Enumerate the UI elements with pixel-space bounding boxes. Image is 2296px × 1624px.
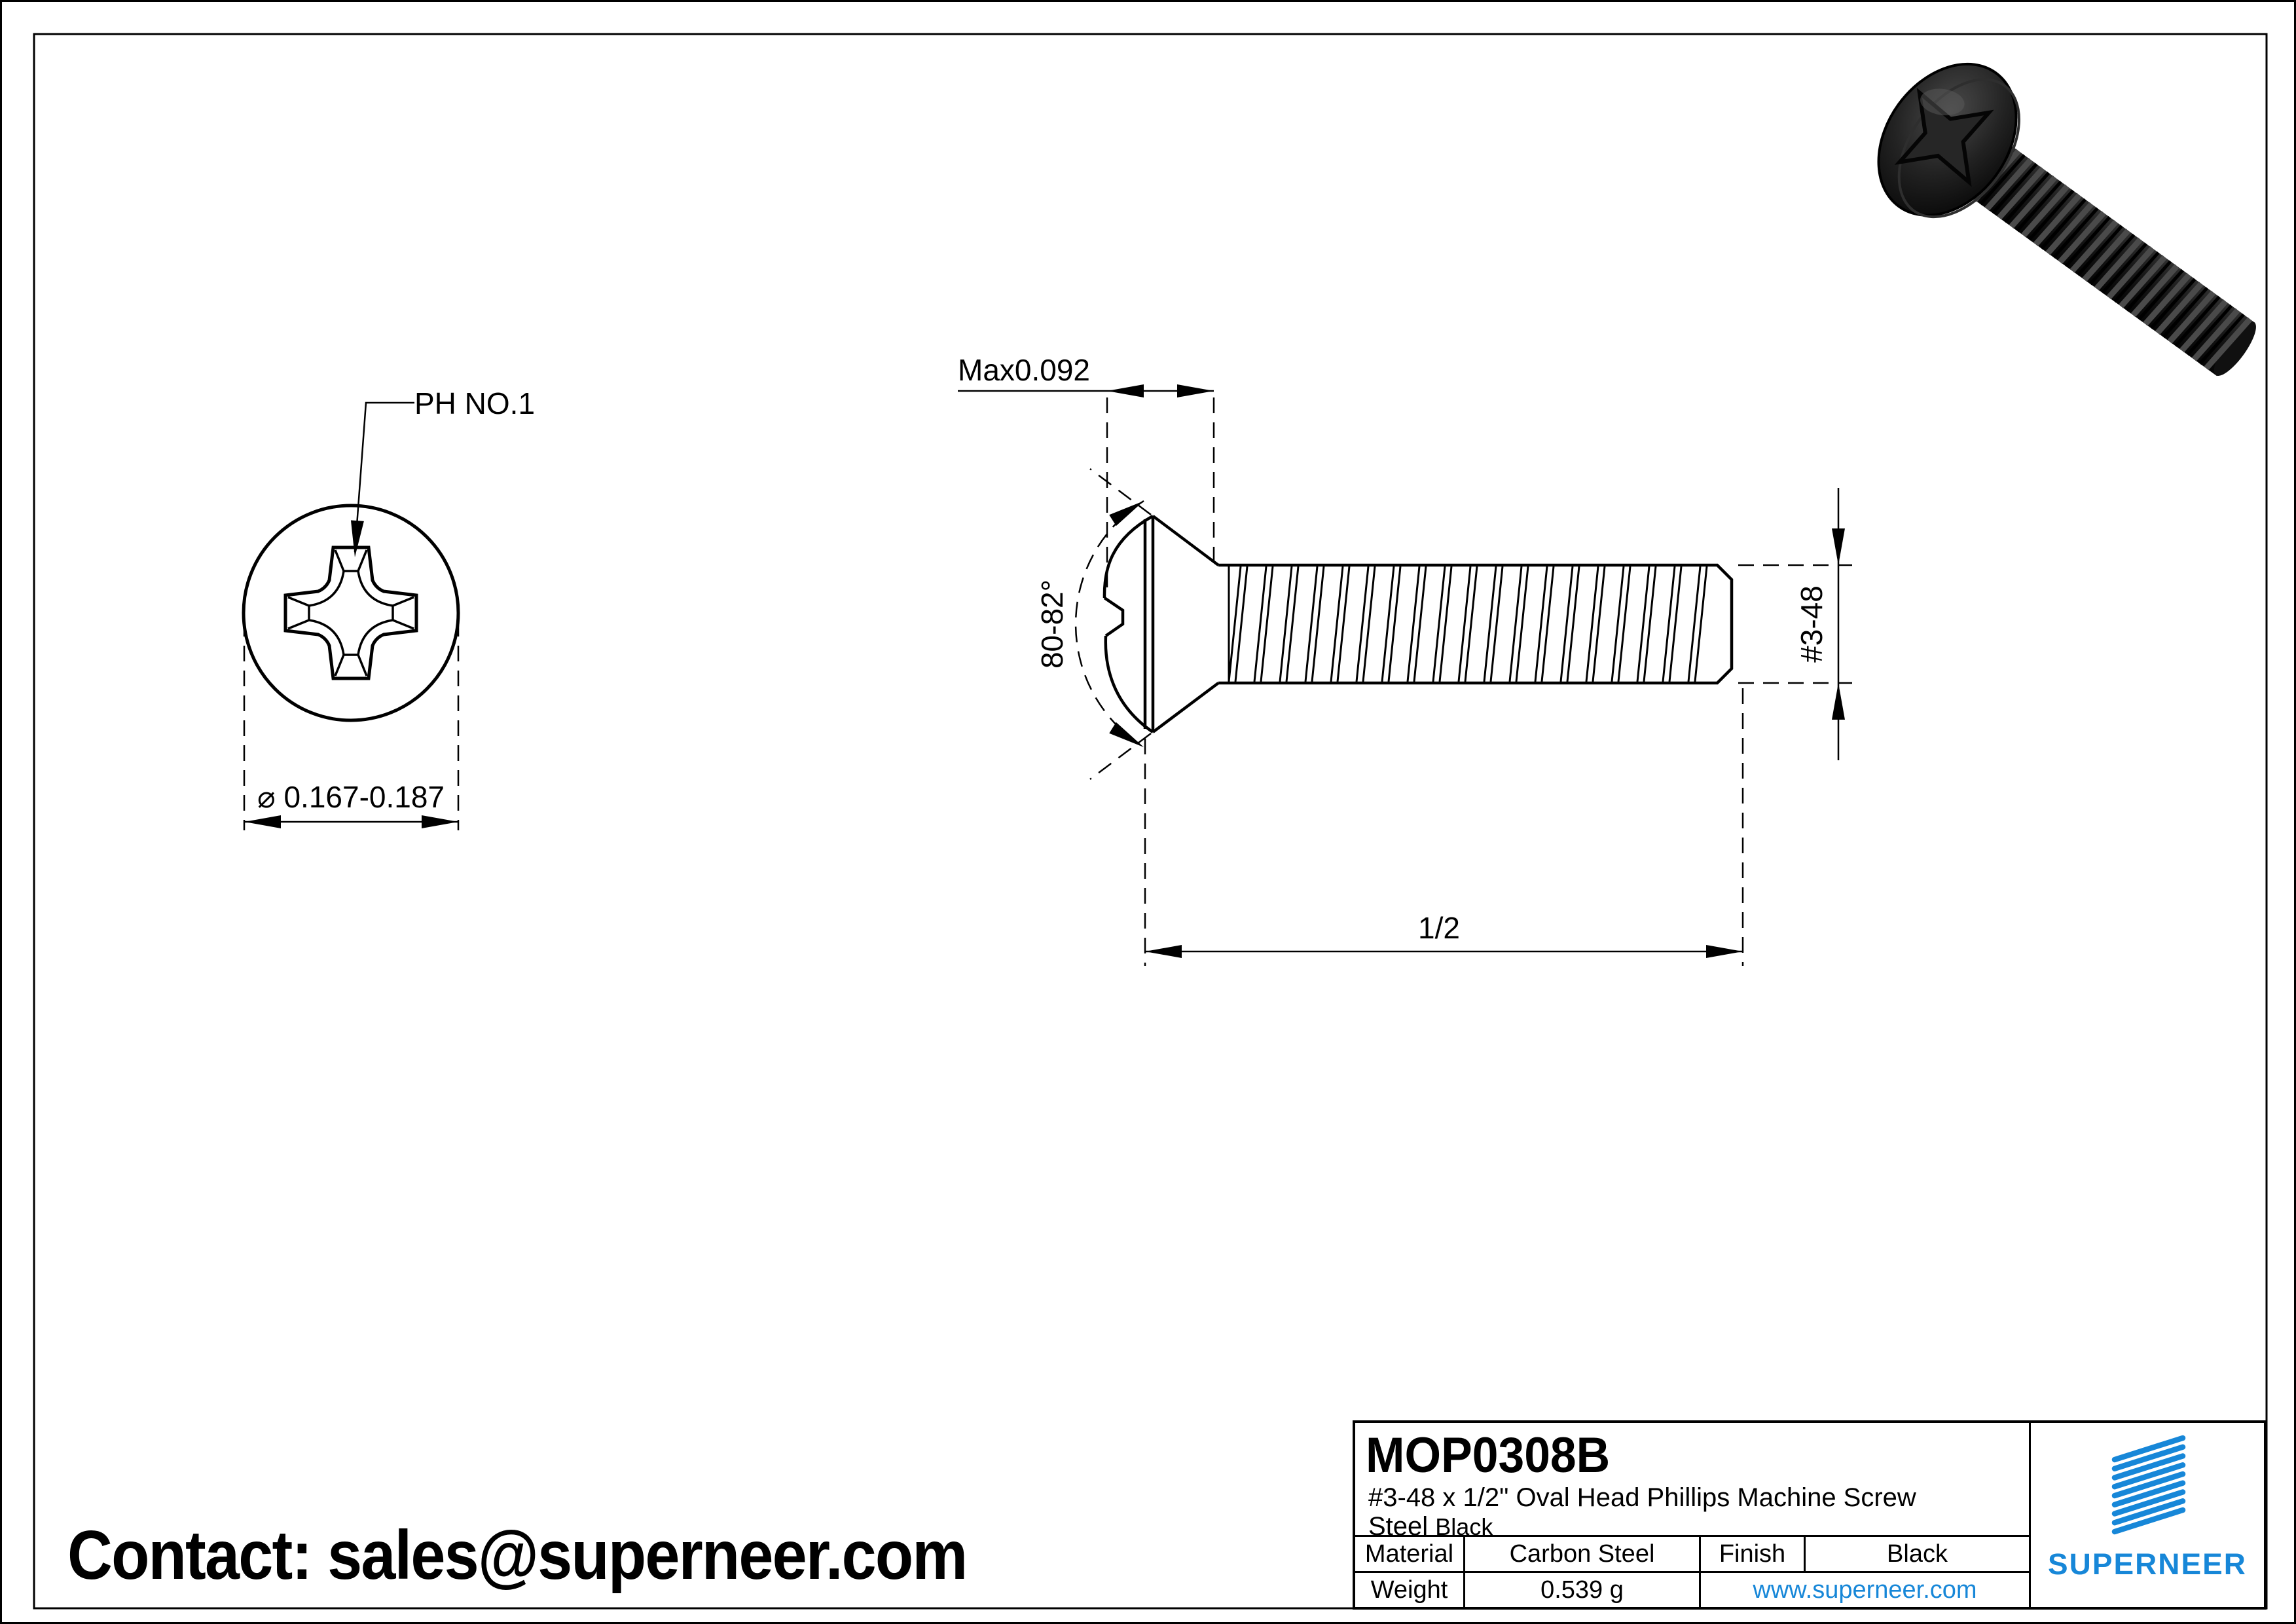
recess-label: PH NO.1 bbox=[414, 386, 535, 420]
screw-3d-tip bbox=[2214, 321, 2256, 376]
part-material-line: Steel Black bbox=[1368, 1512, 1493, 1535]
head-crown-slot bbox=[1143, 516, 1155, 732]
dim-arrow-down-icon bbox=[1832, 528, 1845, 565]
website-link[interactable]: www.superneer.com bbox=[1699, 1571, 2029, 1607]
material-word: Steel bbox=[1368, 1512, 1429, 1535]
title-block: MOP0308B #3-48 x 1/2" Oval Head Phillips… bbox=[1353, 1420, 2267, 1610]
angle-arrow-bottom-icon bbox=[1109, 722, 1144, 747]
leader-line bbox=[354, 401, 414, 553]
dim-arrow-left-icon bbox=[1145, 945, 1182, 958]
angle-label: 80-82° bbox=[1035, 580, 1069, 669]
contact-line: Contact: sales@superneer.com bbox=[67, 1517, 968, 1594]
head-height-label: Max0.092 bbox=[958, 353, 1090, 387]
thread-outline bbox=[1218, 563, 1734, 685]
extension-lines bbox=[1738, 564, 1852, 684]
thread-size-label: #3-48 bbox=[1795, 585, 1829, 663]
front-view bbox=[242, 401, 460, 830]
weight-label-cell: Weight bbox=[1355, 1571, 1463, 1607]
dim-arrow-left-icon bbox=[1107, 384, 1144, 397]
screw-3d-thread-shadows bbox=[1979, 154, 2245, 365]
weight-value-cell: 0.539 g bbox=[1463, 1571, 1699, 1607]
angle-arrow-top-icon bbox=[1109, 501, 1144, 526]
color-word: Black bbox=[1435, 1513, 1493, 1535]
head-cone bbox=[1152, 515, 1220, 733]
finish-value-cell: Black bbox=[1804, 1535, 2029, 1571]
superneer-logo-icon bbox=[2111, 1435, 2186, 1535]
dim-arrow-up-icon bbox=[1832, 683, 1845, 720]
screw-3d-render bbox=[1877, 62, 2256, 377]
part-description: #3-48 x 1/2" Oval Head Phillips Machine … bbox=[1368, 1483, 1916, 1512]
finish-label-cell: Finish bbox=[1699, 1535, 1804, 1571]
dim-arrow-right-icon bbox=[422, 815, 458, 828]
brand-name: SUPERNEER bbox=[2047, 1547, 2248, 1581]
title-block-description-cell: MOP0308B #3-48 x 1/2" Oval Head Phillips… bbox=[1355, 1423, 2029, 1535]
leader-arrow-icon bbox=[350, 520, 364, 557]
phillips-recess bbox=[283, 545, 418, 680]
thread-hatching bbox=[1228, 566, 1708, 682]
screw-3d-head-rim bbox=[1897, 78, 2020, 219]
recess-profile-notch bbox=[1103, 597, 1125, 637]
length-label: 1/2 bbox=[1418, 911, 1460, 945]
side-view bbox=[958, 384, 1852, 966]
material-value-cell: Carbon Steel bbox=[1463, 1535, 1699, 1571]
dim-arrow-left-icon bbox=[244, 815, 281, 828]
extension-lines bbox=[1106, 397, 1215, 595]
material-label-cell: Material bbox=[1355, 1535, 1463, 1571]
dim-arrow-right-icon bbox=[1177, 384, 1214, 397]
angle-arc bbox=[1074, 500, 1144, 748]
diameter-label: ⌀ 0.167-0.187 bbox=[257, 780, 445, 814]
head-outline-circle bbox=[242, 504, 460, 722]
sheet-border bbox=[33, 33, 2268, 1610]
screw-3d-highlight bbox=[1920, 88, 1965, 116]
extension-lines bbox=[243, 621, 460, 830]
extension-lines bbox=[1144, 688, 1744, 966]
angle-extension-lines bbox=[1089, 468, 1152, 780]
part-number: MOP0308B bbox=[1366, 1428, 1611, 1483]
head-dome-bottom bbox=[1104, 635, 1154, 733]
dim-arrow-right-icon bbox=[1706, 945, 1743, 958]
brand-logo-cell: SUPERNEER bbox=[2029, 1423, 2264, 1607]
head-dome-top bbox=[1102, 515, 1154, 599]
